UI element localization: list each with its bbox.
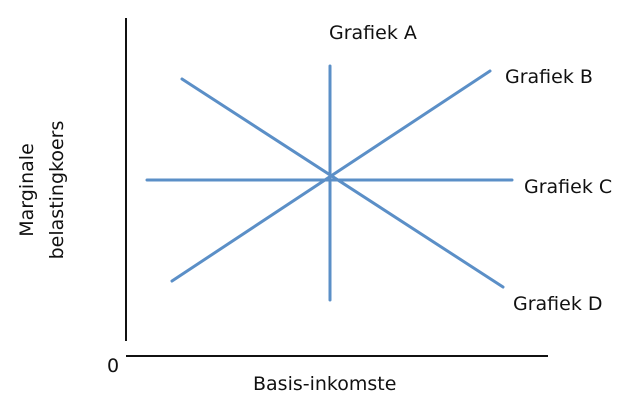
- series-label-grafiek-d: Grafiek D: [513, 293, 603, 315]
- x-axis-label: Basis-inkomste: [253, 373, 396, 395]
- series-label-grafiek-c: Grafiek C: [524, 176, 612, 198]
- origin-label: 0: [107, 355, 119, 377]
- series-line-grafiek-d: [180, 77, 505, 289]
- y-axis-label-line-1: Marginale: [16, 143, 38, 237]
- y-axis-label-line-2: belastingkoers: [46, 121, 68, 260]
- series-label-grafiek-a: Grafiek A: [329, 22, 417, 44]
- series-label-grafiek-b: Grafiek B: [505, 66, 593, 88]
